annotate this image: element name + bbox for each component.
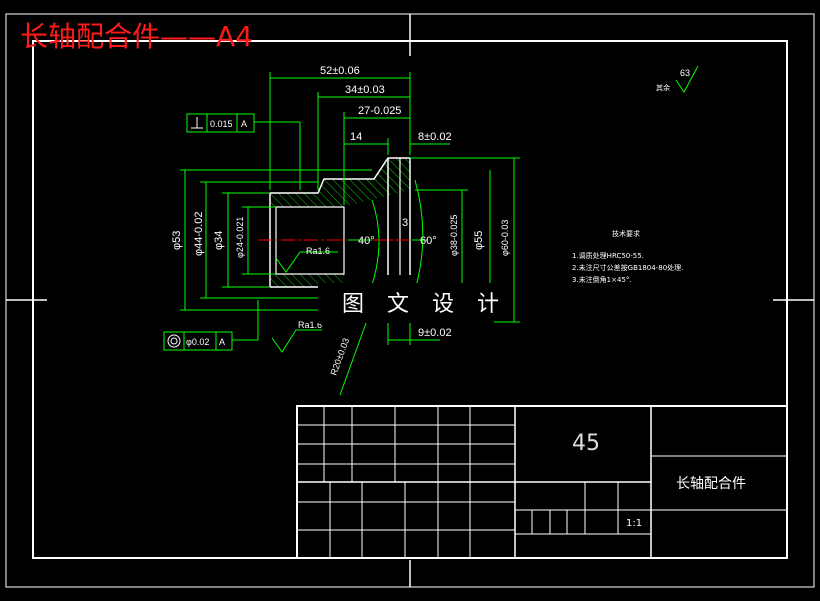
ra-inner-label: Ra1.6 [306,246,330,256]
hatch-top [270,158,410,207]
dimension-lines [180,65,699,396]
ra-symbol-inner [275,251,301,273]
perp-tolerance: 0.015 [210,119,233,129]
dim-angle-60: 60° [420,235,437,247]
conc-tolerance: φ0.02 [186,337,209,347]
dim-length-34: 34±0.03 [345,84,385,96]
outline-top [270,157,410,194]
perpendicularity-frame [186,113,255,133]
dim-length-8: 8±0.02 [418,131,452,143]
dim-angle-40: 40° [358,235,375,247]
dim-dia-55: φ55 [473,231,485,250]
drawing-title: 长轴配合件——A4 [20,20,253,53]
titleblock-scale: 1:1 [626,518,642,529]
dim-total-length: 52±0.06 [320,65,360,77]
perp-datum: A [241,119,247,129]
conc-datum: A [219,337,225,347]
concentricity-frame [163,331,233,351]
notes-line-3: 3.未注倒角1×45°. [572,275,632,284]
ra-rest-label: 其余 [656,83,670,92]
title-block-grid [296,405,788,559]
dim-dia-24: φ24-0.021 [235,217,245,258]
dim-dia-60: φ60-0.03 [500,220,510,256]
watermark: 图 文 设 计 [342,292,507,317]
dim-dia-53: φ53 [171,231,183,250]
dim-length-9: 9±0.02 [418,327,452,339]
part-section [258,157,424,301]
dim-length-27: 27-0.025 [358,105,401,117]
watermark-box [318,283,494,323]
titleblock-material: 45 [572,431,600,456]
notes-line-1: 1.调质处理HRC50-55. [572,251,644,260]
dim-length-14: 14 [350,131,362,143]
dim-length-3: 3 [402,217,408,229]
dim-dia-38: φ38-0.025 [449,215,459,256]
dim-dia-44: φ44-0.02 [193,212,205,256]
bore-outline [275,206,345,275]
ra-outer-label: Ra1.6 [298,320,322,330]
ra-rest-value: 63 [680,68,690,78]
titleblock-part-name: 长轴配合件 [676,476,746,492]
notes-heading: 技术要求 [612,229,640,238]
dim-dia-34: φ34 [213,231,225,250]
notes-line-2: 2.未注尺寸公差按GB1804-80处理. [572,263,683,272]
arc-r20 [371,199,380,286]
